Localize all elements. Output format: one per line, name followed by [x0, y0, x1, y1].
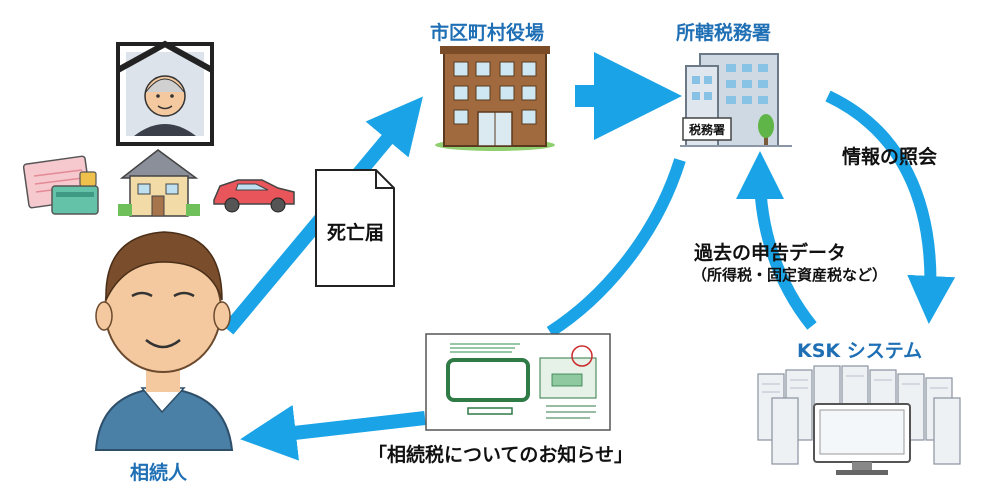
- ksk-system-label: KSK システム: [797, 340, 923, 362]
- heir-label: 相続人: [130, 462, 188, 484]
- arrow-tax-to-ksk: [825, 90, 956, 324]
- city-office-label: 市区町村役場: [430, 22, 545, 44]
- past-tax-data-detail: （所得税・固定資産税など）: [692, 266, 888, 284]
- car-icon: [213, 179, 295, 213]
- tax-office-icon: 税務署: [680, 53, 792, 147]
- info-inquiry-label: 情報の照会: [842, 146, 938, 168]
- document-icon: [315, 169, 395, 287]
- person-icon: [94, 231, 234, 451]
- arrow-letter-to-heir: [240, 404, 426, 461]
- city-hall-icon: [435, 46, 555, 151]
- arrow-ksk-to-tax: [736, 151, 817, 330]
- server-icon: [757, 365, 961, 475]
- arrow-tax-to-letter: [546, 158, 686, 338]
- death-notice-label: 死亡届: [327, 222, 385, 244]
- past-tax-data-label: 過去の申告データ: [694, 242, 847, 264]
- tax-office-label: 所轄税務署: [676, 22, 772, 44]
- notice-letter-label: 「相続税についてのお知らせ」: [368, 444, 634, 466]
- envelope-icon: [425, 333, 611, 431]
- bankbook-icon: [22, 155, 99, 215]
- tax-office-sign: 税務署: [689, 122, 725, 137]
- portrait-icon: [116, 40, 214, 146]
- house-icon: [118, 149, 200, 217]
